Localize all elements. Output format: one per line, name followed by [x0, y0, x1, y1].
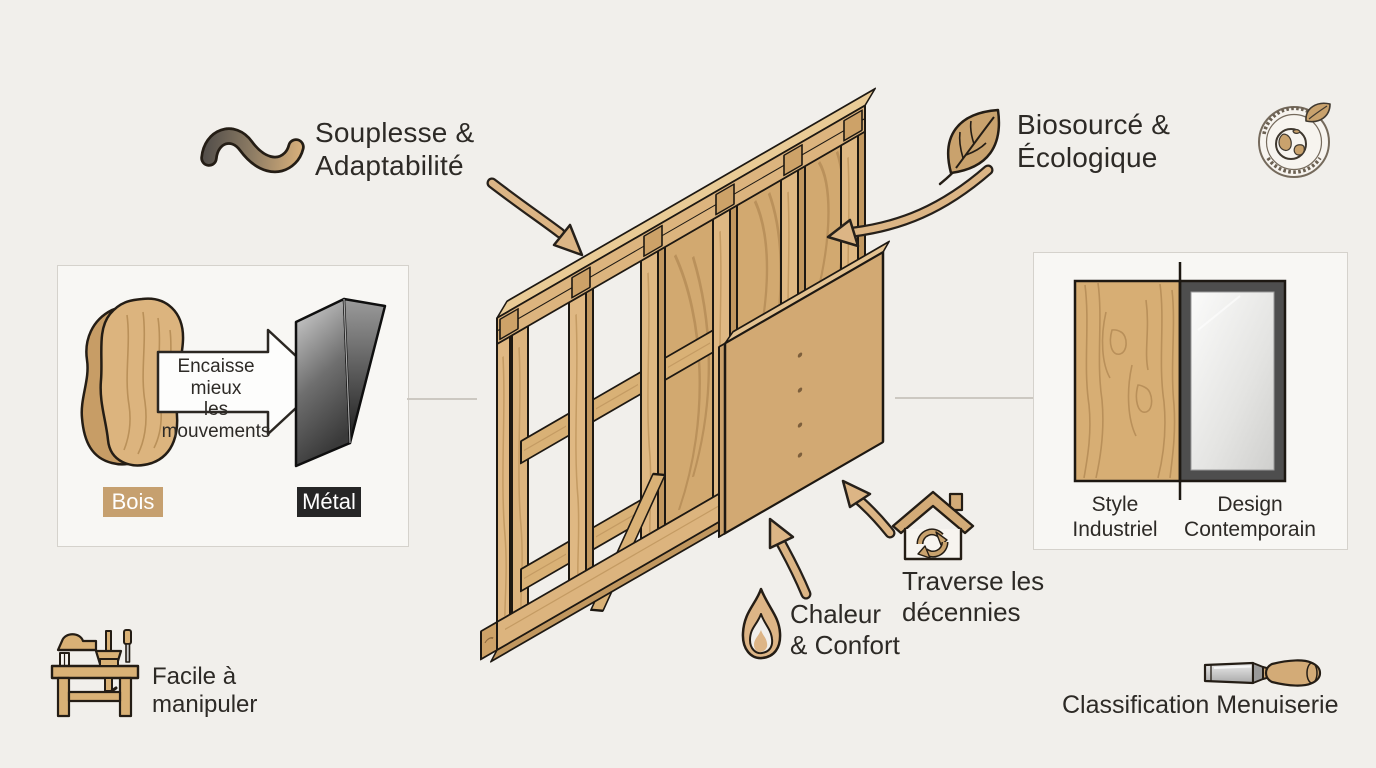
stud — [568, 287, 594, 584]
wood-blob-illustration — [80, 297, 185, 467]
longevity-label-line2: décennies — [902, 597, 1021, 627]
callout-arrows — [486, 164, 994, 600]
eco-label-line1: Biosourcé & — [1017, 109, 1171, 140]
flexibility-label-line1: Souplesse & — [315, 117, 475, 148]
leaf-icon — [938, 108, 1001, 186]
classification-label: Classification Menuiserie — [1062, 691, 1339, 719]
metal-chip-label: Métal — [297, 487, 361, 517]
eco-certified-stamp-icon — [1258, 102, 1331, 178]
movement-arrow-text: Encaisse mieux les mouvements — [150, 356, 282, 442]
movement-arrow-text-line2: les mouvements — [161, 399, 271, 442]
flexibility-label-line2: Adaptabilité — [315, 150, 464, 181]
eco-arrow — [826, 164, 994, 248]
flexibility-arrow — [486, 177, 584, 257]
flame-icon — [741, 587, 782, 660]
connector-lines — [407, 397, 1033, 400]
style-industrial-label: Style Industriel — [1050, 492, 1180, 542]
handling-label: Facile à manipuler — [152, 663, 257, 719]
warmth-label: Chaleur & Confort — [790, 599, 900, 661]
style-industrial-line2: Industriel — [1072, 518, 1158, 541]
warmth-label-line2: & Confort — [790, 630, 900, 660]
house-cycle-icon — [891, 490, 975, 561]
workbench-icon — [50, 629, 140, 718]
warmth-arrow — [768, 517, 812, 600]
eco-label-line2: Écologique — [1017, 142, 1158, 173]
wood-style-panel — [1073, 279, 1182, 483]
style-industrial-line1: Style — [1091, 493, 1139, 516]
design-contemporary-line1: Design — [1217, 493, 1283, 516]
metal-prism-illustration — [294, 297, 387, 468]
design-contemporary-line2: Contemporain — [1184, 518, 1316, 541]
flexibility-label: Souplesse & Adaptabilité — [315, 116, 474, 182]
contemporary-mirror-panel — [1178, 279, 1287, 483]
longevity-label-line1: Traverse les — [902, 566, 1045, 596]
wood-chip-label: Bois — [103, 487, 163, 517]
movement-arrow-text-line1: Encaisse mieux — [177, 356, 255, 399]
longevity-label: Traverse les décennies — [902, 566, 1044, 628]
design-contemporary-label: Design Contemporain — [1175, 492, 1325, 542]
sheathing-panel — [718, 240, 890, 538]
warmth-label-line1: Chaleur — [790, 599, 882, 629]
squiggle-flex-icon — [200, 127, 305, 174]
top-plate — [496, 87, 876, 346]
timber-frame-wall-illustration — [480, 87, 890, 663]
handling-label-line2: manipuler — [152, 691, 258, 718]
handling-label-line1: Facile à — [152, 663, 237, 690]
longevity-arrow — [841, 479, 896, 539]
eco-label: Biosourcé & Écologique — [1017, 108, 1170, 174]
chisel-icon — [1203, 659, 1322, 687]
